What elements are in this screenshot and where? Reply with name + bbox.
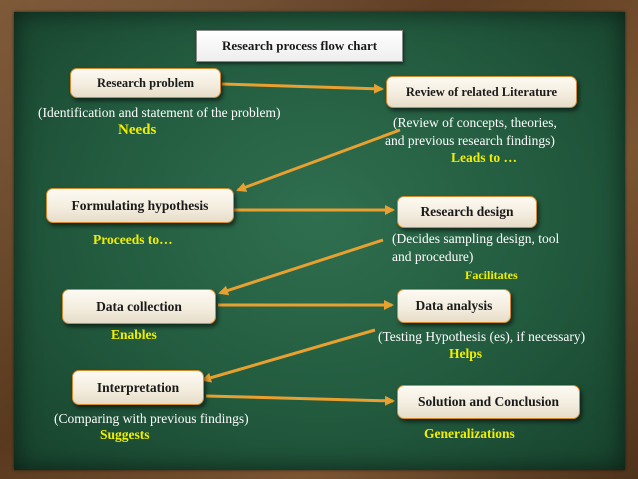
desc-design-line-2: and procedure)	[392, 249, 474, 264]
box-label: Solution and Conclusion	[417, 394, 560, 409]
chart-title-box: Research process flow chart	[196, 30, 403, 62]
box-label: Data analysis	[415, 298, 493, 313]
box-review-literature: Review of related Literature	[386, 76, 577, 108]
connector-suggests: Suggests	[100, 427, 150, 442]
connector-helps: Helps	[449, 346, 483, 361]
connector-enables: Enables	[111, 327, 157, 342]
box-interpretation: Interpretation	[72, 370, 204, 405]
desc-interpretation: (Comparing with previous findings)	[54, 411, 249, 426]
connector-facilitates: Facilitates	[465, 268, 518, 282]
desc-design-line-1: (Decides sampling design, tool	[392, 231, 560, 246]
box-label: Formulating hypothesis	[71, 197, 209, 213]
connector-leads-to: Leads to …	[451, 150, 518, 165]
arrow-design-to-collection	[218, 238, 384, 296]
desc-review-line-1: (Review of concepts, theories,	[393, 115, 557, 130]
chart-title: Research process flow chart	[221, 38, 378, 53]
arrow-interpretation-to-solution	[205, 394, 395, 406]
box-research-problem: Research problem	[70, 68, 221, 98]
arrow-problem-to-review	[221, 82, 384, 94]
box-data-collection: Data collection	[62, 289, 216, 324]
connector-needs: Needs	[118, 122, 157, 138]
desc-analysis: (Testing Hypothesis (es), if necessary)	[378, 329, 586, 344]
box-label: Data collection	[96, 298, 182, 314]
box-solution-conclusion: Solution and Conclusion	[397, 385, 580, 419]
box-label: Research design	[420, 204, 514, 219]
box-label: Research problem	[96, 75, 195, 90]
arrow-analysis-to-interpretation	[201, 328, 376, 383]
desc-review-line-2: and previous research findings)	[385, 133, 555, 148]
box-label: Interpretation	[96, 379, 180, 395]
desc-research-problem: (Identification and statement of the pro…	[38, 105, 281, 120]
arrow-review-to-hypothesis	[236, 128, 401, 192]
connector-generalizations: Generalizations	[424, 426, 515, 441]
box-research-design: Research design	[397, 196, 537, 228]
connector-proceeds-to: Proceeds to…	[93, 232, 173, 247]
box-label: Review of related Literature	[405, 84, 558, 99]
box-data-analysis: Data analysis	[397, 289, 511, 323]
box-formulating-hypothesis: Formulating hypothesis	[46, 188, 234, 223]
